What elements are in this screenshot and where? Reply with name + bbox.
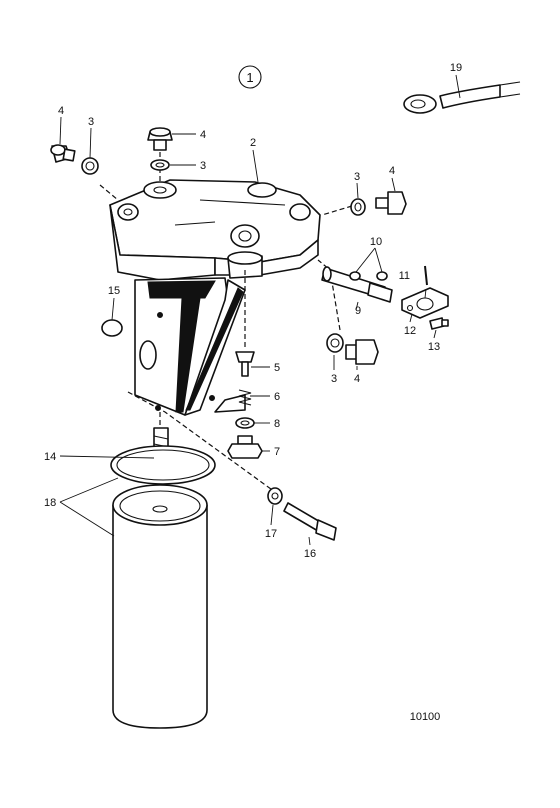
part-4-lower-plug <box>345 339 379 365</box>
part-8-washer <box>235 417 255 429</box>
callout-18: 18 <box>44 497 56 509</box>
callout-19: 19 <box>450 62 462 74</box>
part-4-left-plug <box>50 144 76 163</box>
callout-11: 11 <box>399 270 410 282</box>
group-number-marker: 1 <box>238 65 262 89</box>
callout-7: 7 <box>274 446 280 458</box>
drawing-number: 10100 <box>410 711 441 723</box>
callout-17: 17 <box>265 528 277 540</box>
part-9-pressure-sender <box>321 266 393 303</box>
callout-3-lower: 3 <box>331 373 337 385</box>
group-number: 1 <box>246 70 253 85</box>
part-7-plug <box>227 435 263 459</box>
part-16-bolt <box>283 502 337 541</box>
filter-housing <box>134 251 263 416</box>
callout-9: 9 <box>355 305 361 317</box>
callout-4-lower: 4 <box>354 373 360 385</box>
callout-3-top: 3 <box>200 160 206 172</box>
part-5-valve <box>235 351 255 377</box>
group-number-circle <box>238 65 262 89</box>
callout-4-left: 4 <box>58 105 64 117</box>
part-2-filter-bracket <box>109 179 321 281</box>
part-4-right-plug <box>375 191 407 215</box>
part-13-screw <box>429 317 449 330</box>
part-18-oil-filter <box>112 484 208 729</box>
part-3-top-washer <box>150 159 170 171</box>
callout-16: 16 <box>304 548 316 560</box>
callout-8: 8 <box>274 418 280 430</box>
callout-3-right: 3 <box>354 171 360 183</box>
callout-14: 14 <box>44 451 56 463</box>
callout-4-right: 4 <box>389 165 395 177</box>
callout-13: 13 <box>428 341 440 353</box>
callout-6: 6 <box>274 391 280 403</box>
part-12-flange <box>401 287 449 319</box>
callout-labels: 19 2 3 4 4 3 3 4 10 11 9 12 13 3 4 15 5 … <box>44 62 462 723</box>
callout-12: 12 <box>404 325 416 337</box>
callout-10: 10 <box>370 236 382 248</box>
part-6-spring <box>238 389 252 406</box>
callout-5: 5 <box>274 362 280 374</box>
part-3-lower-washer <box>326 333 344 353</box>
part-11-pin <box>424 265 428 286</box>
callout-3-left: 3 <box>88 116 94 128</box>
part-3-left-washer <box>81 157 99 175</box>
part-14-seal-ring <box>110 445 216 485</box>
part-15-o-ring <box>101 319 123 337</box>
callout-15: 15 <box>108 285 120 297</box>
callout-4-top: 4 <box>200 129 206 141</box>
part-4-top-bolt <box>147 127 173 151</box>
leader-lines <box>59 74 461 546</box>
part-19-cable-terminal <box>403 81 521 114</box>
part-10-o-rings <box>349 271 388 281</box>
callout-2: 2 <box>250 137 256 149</box>
part-17-washer <box>267 487 283 505</box>
part-3-right-washer <box>350 198 366 216</box>
